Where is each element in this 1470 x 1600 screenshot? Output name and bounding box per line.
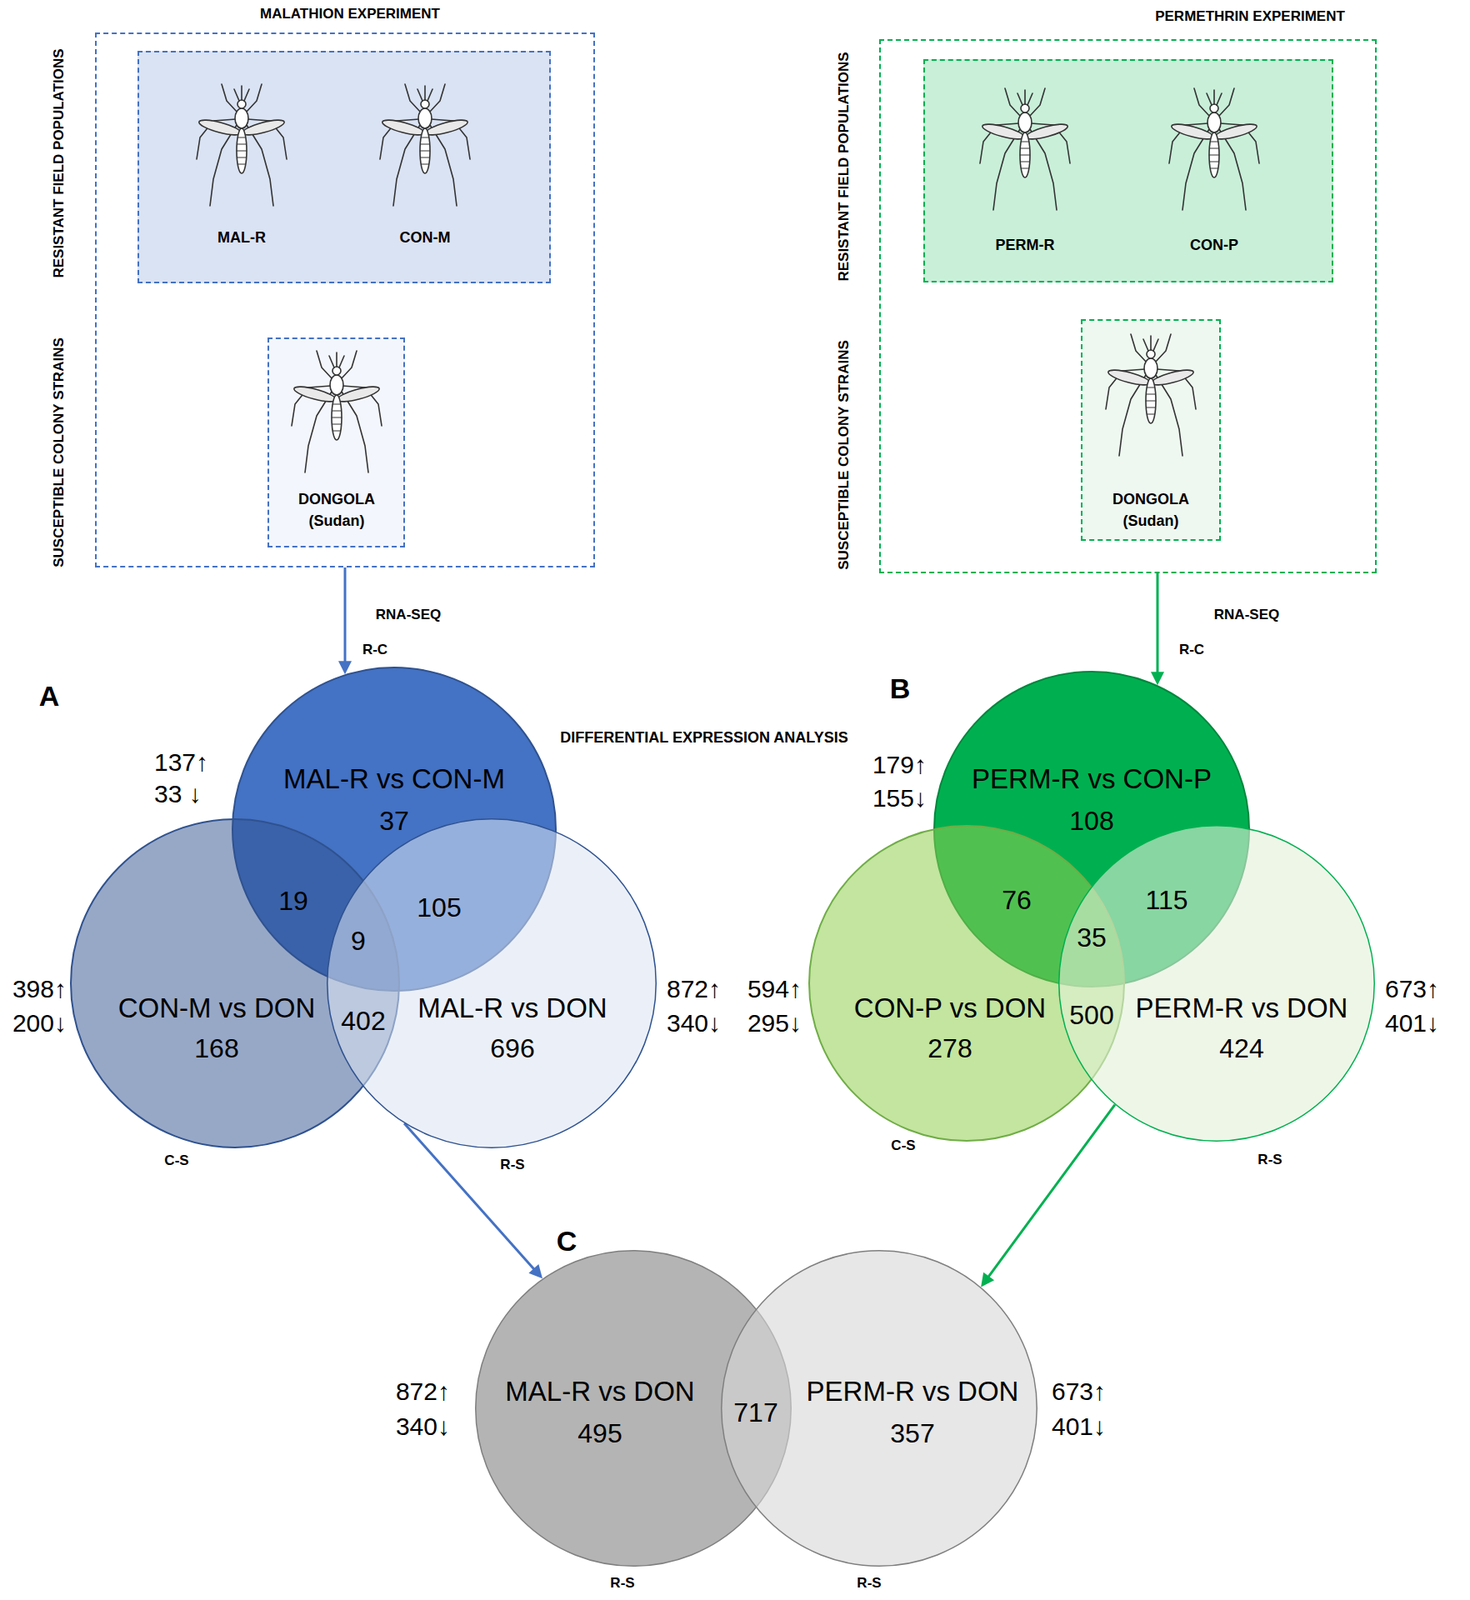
- mosquito-icon: [1105, 334, 1196, 456]
- circle-shape: [327, 819, 657, 1149]
- susceptible-strain-box: DONGOLA (Sudan): [267, 337, 405, 548]
- comparison-tag: R-S: [856, 1575, 881, 1592]
- venn-text: 495: [577, 1418, 622, 1450]
- resistant-population-box: MAL-R CON-M: [137, 50, 551, 284]
- box-fill: [1080, 319, 1221, 541]
- venn-circle: PERM-R vs DON 424: [1058, 825, 1375, 1142]
- gene-count: 137↑: [154, 748, 209, 778]
- box-fill: [137, 50, 551, 284]
- comparison-tag: R-S: [500, 1156, 525, 1174]
- axis-label: RESISTANT FIELD POPULATIONS: [835, 51, 853, 281]
- panel-letter: C: [556, 1225, 578, 1258]
- overlap-count: 76: [1001, 885, 1032, 916]
- venn-text: 696: [490, 1033, 535, 1065]
- panel-letter: B: [890, 672, 911, 705]
- venn-text: PERM-R vs DON: [806, 1375, 1020, 1408]
- flow-arrow: [338, 567, 352, 675]
- mosquito-icon: [980, 88, 1070, 210]
- comparison-tag: R-S: [1257, 1151, 1282, 1169]
- experiment-panel: MALATHION EXPERIMENTMAL-RCON-MDONGOLA (S…: [95, 32, 595, 568]
- experiment-panel: PERMETHRIN EXPERIMENTPERM-RCON-PDONGOLA …: [879, 39, 1377, 574]
- axis-label: SUSCEPTIBLE COLONY STRAINS: [50, 337, 68, 568]
- gene-count: 673↑: [1385, 975, 1440, 1005]
- susceptible-strain-box: DONGOLA (Sudan): [1080, 319, 1221, 541]
- venn-text: PERM-R vs CON-P: [971, 763, 1212, 795]
- circle-shape: [721, 1250, 1038, 1567]
- arrow-head: [338, 660, 352, 675]
- venn-text: CON-M vs DON: [118, 992, 315, 1025]
- arrow-line: [344, 567, 347, 663]
- gene-count: 295↓: [747, 1009, 802, 1039]
- venn-text: MAL-R vs CON-M: [283, 763, 505, 795]
- venn-circle: MAL-R vs DON 696: [326, 818, 657, 1149]
- circle-shape: [475, 1250, 792, 1567]
- overlap-count: 35: [1076, 922, 1107, 954]
- gene-count: 673↑: [1051, 1377, 1106, 1407]
- mosquito-icon: [196, 84, 287, 206]
- population-name: PERM-R: [995, 236, 1055, 255]
- comparison-tag: C-S: [164, 1152, 189, 1170]
- edge-label: RNA-SEQ: [1214, 606, 1280, 624]
- gene-count: 155↓: [872, 784, 927, 814]
- circle-outline: [326, 818, 657, 1149]
- edge-label: RNA-SEQ: [375, 606, 441, 624]
- overlap-count: 9: [350, 925, 366, 957]
- gene-count: 179↑: [872, 750, 927, 780]
- box-fill: [267, 337, 405, 548]
- gene-count: 340↓: [666, 1009, 721, 1039]
- venn-text: CON-P vs DON: [854, 992, 1046, 1025]
- panel-title: PERMETHRIN EXPERIMENT: [1155, 8, 1345, 25]
- venn-text: 168: [194, 1033, 239, 1065]
- resistant-population-box: PERM-R CON-P: [923, 59, 1334, 283]
- mosquito-icon: [291, 350, 382, 473]
- overlap-count: 19: [278, 885, 309, 917]
- overlap-count: 500: [1069, 1000, 1114, 1031]
- axis-label: RESISTANT FIELD POPULATIONS: [50, 48, 68, 278]
- venn-text: 278: [927, 1033, 972, 1065]
- venn-text: PERM-R vs DON: [1135, 992, 1349, 1025]
- box-fill: [923, 59, 1334, 283]
- mosquito-icon: [380, 84, 470, 206]
- gene-count: 872↑: [395, 1377, 450, 1407]
- overlap-count: 717: [733, 1397, 778, 1429]
- strain-name: DONGOLA (Sudan): [282, 488, 391, 532]
- population-name: MAL-R: [217, 229, 266, 247]
- circle-shape: [1059, 825, 1375, 1142]
- gene-count: 401↓: [1051, 1412, 1106, 1442]
- comparison-tag: R-C: [1179, 641, 1205, 659]
- overlap-count: 115: [1145, 885, 1188, 916]
- gene-count: 200↓: [12, 1009, 67, 1039]
- gene-count: 872↑: [666, 975, 721, 1005]
- overlap-count: 402: [340, 1005, 385, 1037]
- venn-text: 357: [890, 1418, 935, 1450]
- venn-text: 37: [379, 805, 410, 837]
- flow-arrow: [1150, 573, 1165, 685]
- mosquito-icon: [1169, 88, 1260, 210]
- strain-name: DONGOLA (Sudan): [1096, 488, 1205, 532]
- comparison-tag: C-S: [890, 1137, 915, 1155]
- overlap-count: 105: [416, 892, 461, 924]
- axis-label: SUSCEPTIBLE COLONY STRAINS: [835, 340, 853, 570]
- section-label: DIFFERENTIAL EXPRESSION ANALYSIS: [560, 729, 848, 747]
- venn-text: 108: [1069, 805, 1114, 837]
- gene-count: 33 ↓: [154, 780, 202, 810]
- venn-text: 424: [1219, 1033, 1264, 1065]
- venn-text: MAL-R vs DON: [417, 992, 607, 1025]
- gene-count: 594↑: [747, 975, 802, 1005]
- gene-count: 401↓: [1385, 1009, 1440, 1039]
- panel-letter: A: [39, 680, 60, 713]
- comparison-tag: R-C: [362, 641, 388, 659]
- gene-count: 340↓: [395, 1412, 450, 1442]
- comparison-tag: R-S: [610, 1575, 635, 1592]
- gene-count: 398↑: [12, 975, 67, 1005]
- arrow-head: [980, 1272, 995, 1288]
- population-name: CON-P: [1190, 236, 1239, 255]
- venn-text: MAL-R vs DON: [505, 1375, 695, 1408]
- circle-outline: [1058, 825, 1375, 1142]
- arrow-line: [1156, 573, 1160, 674]
- panel-title: MALATHION EXPERIMENT: [260, 5, 440, 23]
- arrow-head: [528, 1264, 543, 1279]
- population-name: CON-M: [400, 229, 451, 247]
